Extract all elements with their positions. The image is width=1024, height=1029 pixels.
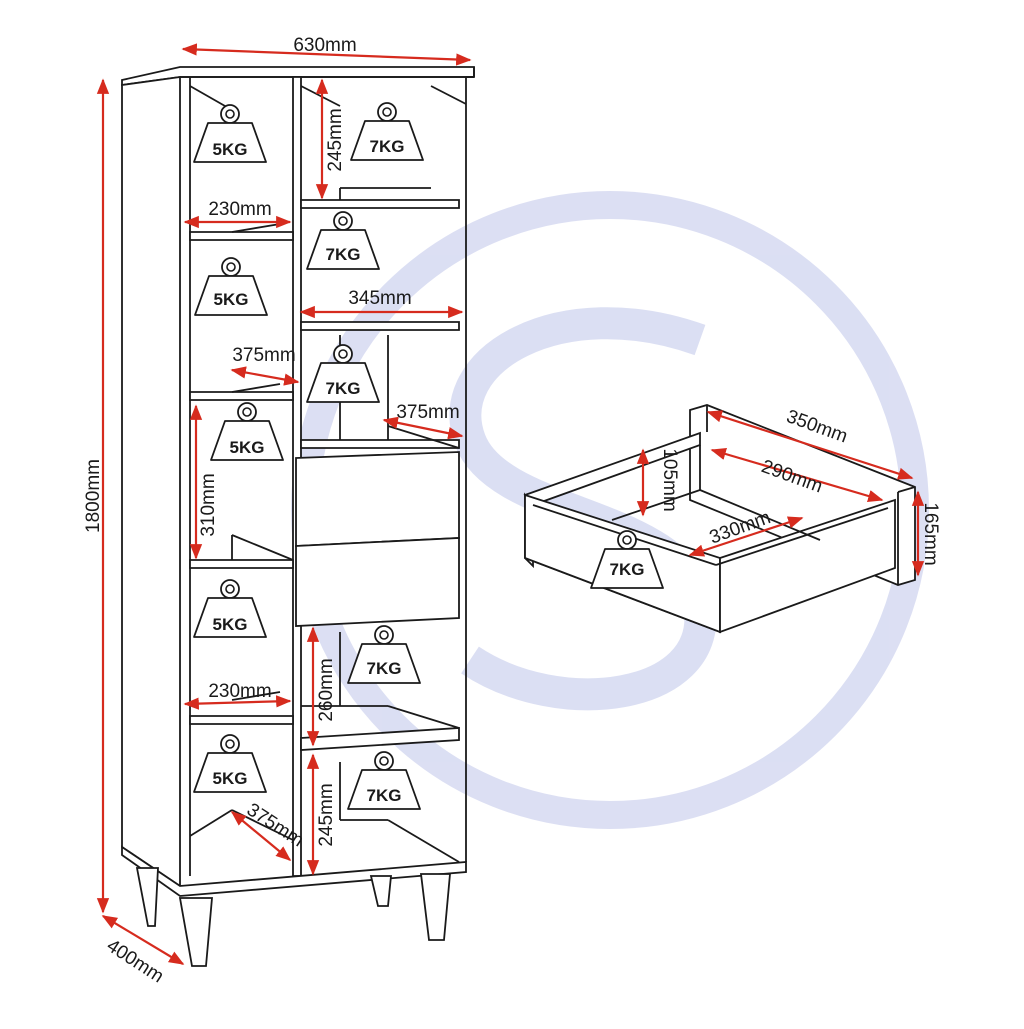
svg-text:5KG: 5KG xyxy=(213,769,248,788)
weight-icon: 7KG xyxy=(590,530,664,589)
left-compartment-height-label: 310mm xyxy=(198,473,219,536)
right-bottom-height-label: 245mm xyxy=(316,783,337,846)
weight-icon: 5KG xyxy=(193,734,267,793)
right-shelf-width-label: 345mm xyxy=(348,288,411,309)
cabinet-drawing xyxy=(121,66,475,967)
right-top-height-label: 245mm xyxy=(325,108,346,171)
weight-icon: 5KG xyxy=(193,579,267,638)
svg-text:7KG: 7KG xyxy=(326,379,361,398)
drawer-inner-height-label: 105mm xyxy=(659,448,680,511)
svg-text:7KG: 7KG xyxy=(367,659,402,678)
drawer-dimension-arrows xyxy=(636,410,925,577)
weight-icon: 7KG xyxy=(347,625,421,684)
height-label: 1800mm xyxy=(83,459,104,533)
drawer-drawing xyxy=(523,404,916,634)
weight-icon: 5KG xyxy=(193,104,267,163)
left-shelf-width-label: 230mm xyxy=(208,199,271,220)
drawer-front-height-label: 165mm xyxy=(920,502,941,565)
weight-icon: 7KG xyxy=(306,211,380,270)
svg-text:7KG: 7KG xyxy=(367,786,402,805)
width-label: 630mm xyxy=(293,35,356,56)
svg-text:5KG: 5KG xyxy=(214,290,249,309)
svg-text:7KG: 7KG xyxy=(326,245,361,264)
cabinet-dimension-arrows xyxy=(96,43,472,965)
svg-text:5KG: 5KG xyxy=(230,438,265,457)
svg-text:7KG: 7KG xyxy=(610,560,645,579)
left-shelf-depth-label: 375mm xyxy=(232,345,295,366)
right-shelf-depth-label: 375mm xyxy=(396,402,459,423)
depth-label: 400mm xyxy=(103,935,168,987)
svg-text:7KG: 7KG xyxy=(370,137,405,156)
svg-text:5KG: 5KG xyxy=(213,615,248,634)
weight-icon: 5KG xyxy=(194,257,268,316)
right-lower-height-label: 260mm xyxy=(316,658,337,721)
weight-icon: 5KG xyxy=(210,402,284,461)
svg-text:5KG: 5KG xyxy=(213,140,248,159)
weight-icon: 7KG xyxy=(306,344,380,403)
left-lower-shelf-width-label: 230mm xyxy=(208,681,271,702)
weight-icon: 7KG xyxy=(350,102,424,161)
weight-icon: 7KG xyxy=(347,751,421,810)
